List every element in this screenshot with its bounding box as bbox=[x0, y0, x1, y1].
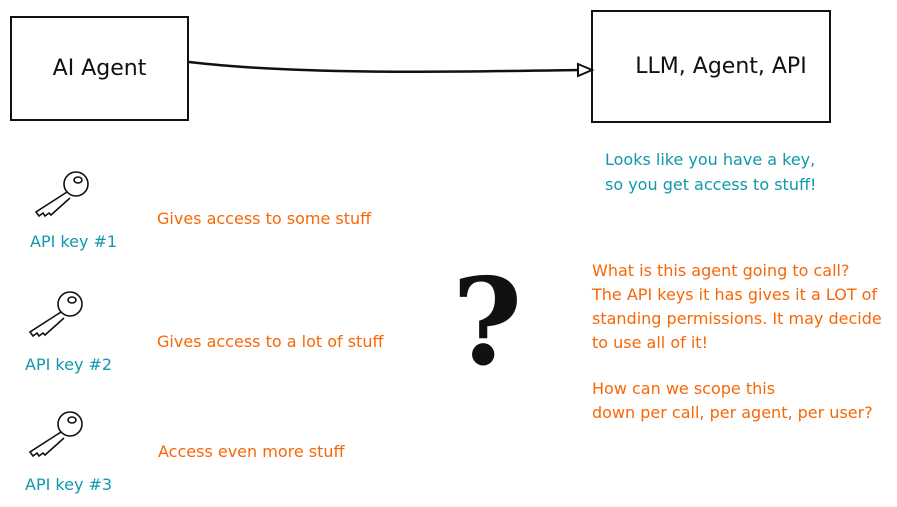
llm-agent-api-box: LLM, Agent, API bbox=[591, 10, 831, 123]
key-icon bbox=[28, 291, 83, 338]
api-key-description: Access even more stuff bbox=[158, 442, 345, 461]
key-icon bbox=[34, 171, 89, 218]
scope-line: How can we scope this bbox=[592, 379, 776, 398]
api-key-description: Gives access to some stuff bbox=[157, 209, 372, 228]
arrowhead-icon bbox=[577, 62, 595, 78]
question-line: to use all of it! bbox=[592, 333, 708, 352]
scope-line: down per call, per agent, per user? bbox=[592, 403, 873, 422]
api-key-label: API key #1 bbox=[30, 232, 118, 251]
question-line: standing permissions. It may decide bbox=[592, 309, 882, 328]
target-note-line: Looks like you have a key, bbox=[605, 150, 816, 169]
api-key-label: API key #2 bbox=[25, 355, 113, 374]
scope-question-block: How can we scope this down per call, per … bbox=[592, 377, 873, 425]
api-key-description: Gives access to a lot of stuff bbox=[157, 332, 384, 351]
ai-agent-box: AI Agent bbox=[10, 16, 189, 121]
key-icon bbox=[28, 411, 83, 458]
question-mark: ? bbox=[452, 252, 523, 393]
question-block: What is this agent going to call? The API… bbox=[592, 259, 882, 355]
ai-agent-label: AI Agent bbox=[52, 56, 147, 81]
question-line: What is this agent going to call? bbox=[592, 261, 850, 280]
target-label: LLM, Agent, API bbox=[635, 54, 807, 79]
target-note-line: so you get access to stuff! bbox=[605, 175, 817, 194]
api-key-label: API key #3 bbox=[25, 475, 113, 494]
question-line: The API keys it has gives it a LOT of bbox=[592, 285, 878, 304]
